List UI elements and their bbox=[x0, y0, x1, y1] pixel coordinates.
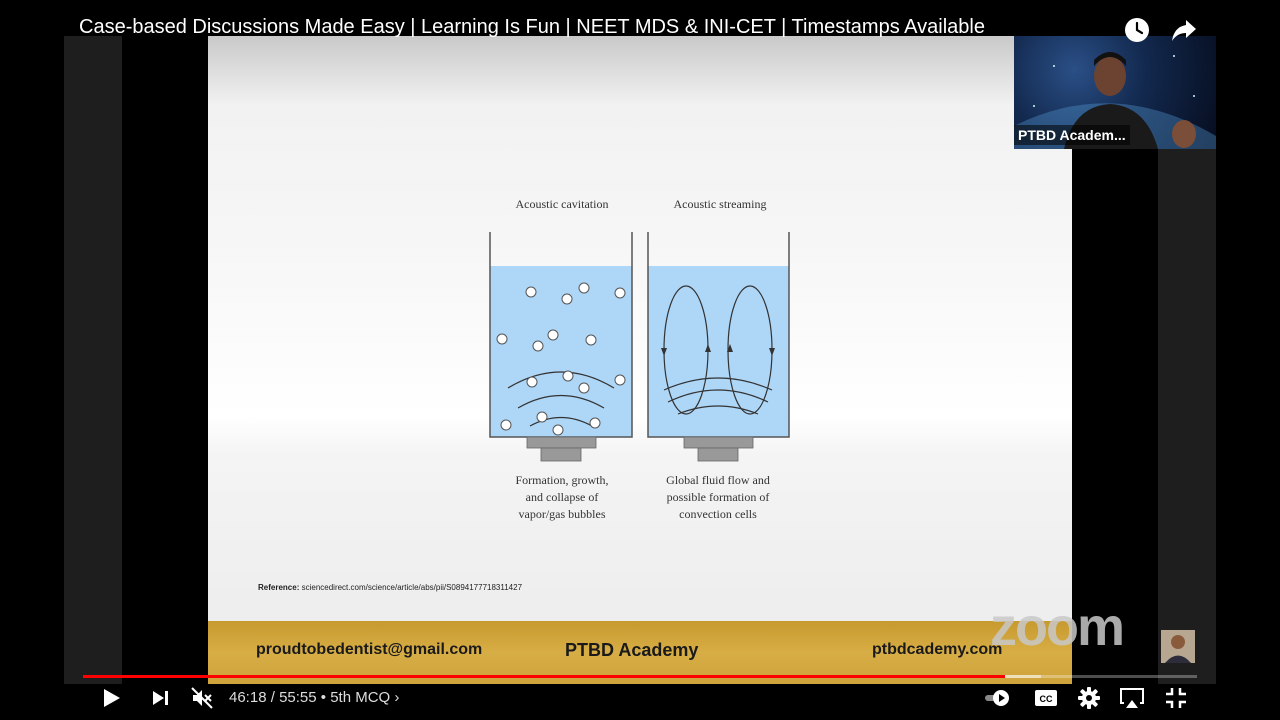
cavitation-beaker bbox=[489, 232, 633, 462]
streaming-title: Acoustic streaming bbox=[673, 197, 767, 211]
autoplay-icon bbox=[985, 690, 1009, 706]
reference-url: sciencedirect.com/science/article/abs/pi… bbox=[301, 583, 523, 592]
clock-icon bbox=[1125, 18, 1149, 42]
presentation-slide: Acoustic cavitation Acoustic streaming F… bbox=[208, 36, 1072, 684]
desc-line: and collapse of bbox=[525, 490, 599, 504]
zoom-watermark: zoom bbox=[990, 597, 1125, 657]
flow-arrows bbox=[661, 344, 775, 356]
airplay-button[interactable] bbox=[1118, 686, 1146, 710]
volume-muted-icon bbox=[191, 687, 213, 709]
airplay-icon bbox=[1120, 688, 1144, 708]
footer-email: proudtobedentist@gmail.com bbox=[256, 641, 483, 658]
chapter-title: 5th MCQ bbox=[330, 689, 391, 706]
footer-website: ptbdcademy.com bbox=[872, 641, 1003, 658]
slide-footer: proudtobedentist@gmail.com PTBD Academy … bbox=[208, 621, 1072, 684]
desc-line: possible formation of bbox=[666, 490, 770, 504]
pillarbox-left bbox=[64, 36, 122, 684]
chapter-button[interactable]: 5th MCQ › bbox=[330, 689, 399, 706]
duration: 55:55 bbox=[279, 689, 317, 706]
cavitation-description: Formation, growth, and collapse of vapor… bbox=[482, 472, 642, 523]
video-title[interactable]: Case-based Discussions Made Easy | Learn… bbox=[79, 16, 985, 38]
cavitation-waves bbox=[507, 371, 615, 427]
gear-icon bbox=[1078, 687, 1100, 709]
next-button[interactable] bbox=[147, 686, 173, 710]
webcam-overlay[interactable]: PTBD Academ... bbox=[1014, 36, 1216, 149]
exit-fullscreen-button[interactable] bbox=[1163, 686, 1189, 710]
desc-line: convection cells bbox=[679, 507, 757, 521]
time-display: 46:18 / 55:55 • 5th MCQ › bbox=[229, 689, 399, 706]
captions-button[interactable]: CC bbox=[1033, 686, 1059, 710]
play-button[interactable] bbox=[98, 686, 124, 710]
desc-line: vapor/gas bubbles bbox=[518, 507, 606, 521]
settings-button[interactable] bbox=[1076, 686, 1102, 710]
skip-next-icon bbox=[153, 691, 168, 705]
chevron-right-icon: › bbox=[394, 689, 400, 706]
streaming-beaker bbox=[647, 232, 790, 462]
play-icon bbox=[104, 689, 120, 707]
chapter-separator: • bbox=[316, 689, 331, 706]
webcam-name-label: PTBD Academ... bbox=[1014, 125, 1130, 145]
reference: Reference: sciencedirect.com/science/art… bbox=[258, 583, 522, 592]
bubbles bbox=[496, 282, 626, 436]
desc-line: Global fluid flow and bbox=[666, 473, 770, 487]
footer-brand: PTBD Academy bbox=[565, 640, 699, 660]
autoplay-toggle[interactable] bbox=[983, 686, 1013, 710]
share-button[interactable] bbox=[1170, 16, 1198, 44]
time-separator: / bbox=[266, 689, 280, 706]
reference-label: Reference: bbox=[258, 583, 300, 592]
closed-captions-icon: CC bbox=[1035, 690, 1057, 706]
svg-text:CC: CC bbox=[1040, 694, 1053, 704]
mute-button[interactable] bbox=[189, 686, 215, 710]
streaming-description: Global fluid flow and possible formation… bbox=[638, 472, 798, 523]
share-icon bbox=[1172, 20, 1196, 41]
desc-line: Formation, growth, bbox=[515, 473, 609, 487]
current-time: 46:18 bbox=[229, 689, 267, 706]
participant-thumbnail bbox=[1161, 630, 1195, 663]
played-bar bbox=[83, 675, 1006, 678]
cavitation-title: Acoustic cavitation bbox=[515, 197, 609, 211]
watch-later-button[interactable] bbox=[1123, 16, 1151, 44]
exit-fullscreen-icon bbox=[1166, 688, 1186, 708]
acoustic-diagram bbox=[489, 232, 790, 462]
progress-bar[interactable] bbox=[83, 675, 1197, 678]
